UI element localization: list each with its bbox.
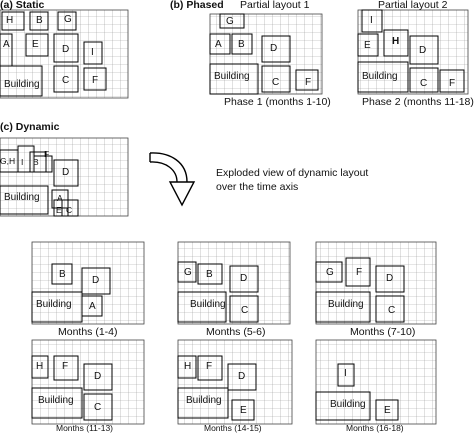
exploded-note-line-2: over the time axis (216, 181, 299, 193)
static-label-building: Building (4, 79, 40, 90)
phase2-label-c: C (420, 78, 428, 89)
t4-label-f: F (62, 361, 69, 372)
t1-label-d: D (92, 275, 100, 286)
partial-layout-2-heading: Partial layout 2 (378, 0, 448, 11)
phased-title: (b) Phased (170, 0, 224, 11)
t2-label-b: B (206, 269, 213, 280)
t4-caption: Months (11-13) (56, 423, 114, 433)
time-layout-months-16-18 (315, 339, 437, 425)
time-layout-months-5-6 (177, 241, 291, 325)
dynamic-title: (c) Dynamic (0, 121, 60, 133)
t1-label-b: B (59, 269, 66, 280)
time-layout-months-14-15 (177, 339, 293, 425)
dynamic-label-i: I (21, 157, 24, 167)
t4-label-c: C (94, 402, 102, 413)
t5-label-h: H (184, 361, 192, 372)
phased-layout-1-grid (209, 13, 323, 95)
phase2-label-d: D (419, 45, 427, 56)
static-label-f: F (92, 75, 99, 86)
t5-label-e: E (240, 405, 247, 416)
t2-label-c: C (241, 305, 249, 316)
phase2-label-h: H (392, 36, 400, 47)
t6-caption: Months (16-18) (346, 423, 404, 433)
static-label-d: D (62, 44, 70, 55)
dynamic-label-b: B (33, 157, 39, 167)
t5-label-building: Building (186, 395, 222, 406)
static-title: (a) Static (0, 0, 45, 11)
phase-1-caption: Phase 1 (months 1-10) (224, 96, 331, 108)
t3-label-g: G (326, 267, 334, 278)
static-label-a: A (3, 39, 10, 50)
phase1-label-f: F (305, 77, 312, 88)
dynamic-layout-grid (0, 137, 129, 217)
phase2-label-f: F (449, 78, 456, 89)
t5-label-f: F (206, 361, 213, 372)
dynamic-label-f: F (44, 149, 50, 159)
t1-label-a: A (89, 301, 96, 312)
t6-label-building: Building (330, 399, 366, 410)
exploded-note-line-1: Exploded view of dynamic layout (216, 167, 369, 179)
static-layout-grid (0, 9, 129, 99)
t3-label-building: Building (328, 299, 364, 310)
t4-label-d: D (94, 371, 102, 382)
phase1-label-building: Building (214, 71, 250, 82)
t2-label-g: G (184, 267, 192, 278)
t6-label-e: E (384, 405, 391, 416)
phase2-label-building: Building (362, 71, 398, 82)
time-layout-months-11-13 (31, 339, 145, 425)
phase1-label-a: A (215, 39, 222, 50)
time-layout-months-1-4 (31, 241, 145, 325)
dynamic-label-d: D (62, 167, 70, 178)
phase1-label-c: C (272, 77, 280, 88)
t4-label-h: H (36, 361, 44, 372)
t1-caption: Months (1-4) (58, 326, 118, 338)
t6-label-i: I (344, 368, 347, 379)
curved-arrow-icon (149, 152, 196, 207)
t3-caption: Months (7-10) (350, 326, 416, 338)
dynamic-label-building: Building (4, 192, 40, 203)
t2-label-d: D (240, 273, 248, 284)
t3-label-c: C (388, 305, 396, 316)
phase1-label-g: G (226, 16, 234, 27)
t3-label-f: F (356, 267, 363, 278)
static-label-e: E (32, 39, 39, 50)
time-layout-months-7-10 (315, 241, 437, 325)
static-label-h: H (6, 15, 14, 26)
static-label-i: I (91, 47, 94, 58)
phase-2-caption: Phase 2 (months 11-18) (362, 96, 474, 108)
t2-label-building: Building (190, 299, 226, 310)
phase2-label-i: I (370, 15, 373, 26)
dynamic-label-e: E (56, 205, 62, 215)
t5-label-d: D (238, 371, 246, 382)
dynamic-label-c: C (66, 205, 73, 215)
t5-caption: Months (14-15) (204, 423, 262, 433)
t3-label-d: D (386, 273, 394, 284)
phased-layout-2-grid (357, 9, 469, 95)
dynamic-label-gh: G,H (0, 156, 16, 166)
static-label-b: B (36, 15, 43, 26)
static-label-g: G (64, 14, 72, 25)
phase1-label-b: B (238, 39, 245, 50)
phase2-label-e: E (364, 40, 371, 51)
dynamic-label-a: A (57, 193, 63, 203)
t4-label-building: Building (38, 395, 74, 406)
phase1-label-d: D (270, 43, 278, 54)
partial-layout-1-heading: Partial layout 1 (240, 0, 310, 11)
t2-caption: Months (5-6) (206, 326, 266, 338)
static-label-c: C (62, 75, 70, 86)
t1-label-building: Building (36, 299, 72, 310)
